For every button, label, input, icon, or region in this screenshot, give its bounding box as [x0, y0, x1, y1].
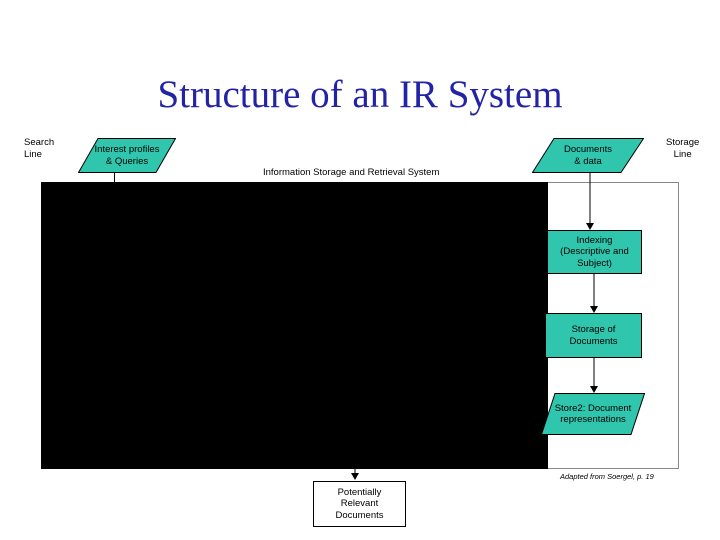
storage-of-documents-node: Storage of Documents — [545, 313, 642, 358]
indexing-node: Indexing (Descriptive and Subject) — [547, 230, 642, 274]
storage-line-label: Storage Line — [666, 137, 700, 160]
arrow-down-icon — [351, 467, 359, 480]
interest-profiles-label: Interest profiles & Queries — [94, 144, 160, 167]
interest-profiles-node: Interest profiles & Queries — [78, 138, 176, 173]
obscured-region — [41, 182, 548, 469]
documents-data-node: Documents & data — [532, 138, 644, 173]
source-credit: Adapted from Soergel, p. 19 — [560, 472, 654, 481]
parallelogram-shape — [541, 393, 645, 435]
system-label: Information Storage and Retrieval System — [263, 167, 440, 178]
search-line-label: Search Line — [24, 137, 55, 160]
arrow-down-icon — [590, 358, 598, 393]
arrow-down-icon — [586, 173, 594, 230]
arrow-down-icon — [590, 274, 598, 313]
parallelogram-shape — [78, 138, 176, 173]
documents-data-label: Documents & data — [563, 144, 613, 167]
store2-node: Store2: Document representations — [541, 393, 645, 435]
parallelogram-shape — [532, 138, 644, 173]
store2-label: Store2: Document representations — [554, 402, 632, 426]
slide-title: Structure of an IR System — [157, 73, 563, 116]
connector-line — [114, 173, 115, 183]
potentially-relevant-documents-node: Potentially Relevant Documents — [313, 481, 406, 527]
